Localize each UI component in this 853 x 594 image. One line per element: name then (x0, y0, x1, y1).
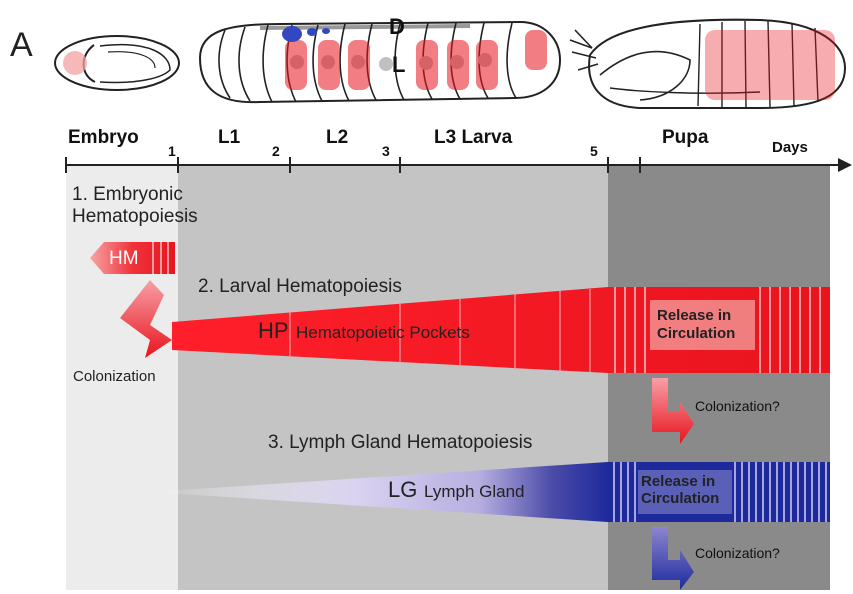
day-tick-2: 2 (272, 143, 280, 159)
day-tick-1: 1 (168, 143, 176, 159)
larva-stage-panel (178, 165, 608, 590)
lg-release-line1: Release in (641, 473, 715, 490)
hm-label: HM (109, 248, 139, 269)
lg-release-line2: Circulation (641, 490, 719, 507)
lg-abbrev: LG (388, 477, 417, 502)
hp-abbrev: HP (258, 318, 289, 343)
embryonic-title-line1: 1. Embryonic (72, 184, 183, 205)
embryonic-colonization-label: Colonization (73, 368, 156, 385)
stage-label-l3: L3 Larva (434, 127, 513, 148)
stage-label-l2: L2 (326, 127, 348, 148)
stage-label-embryo: Embryo (68, 127, 139, 148)
days-unit-label: Days (772, 139, 808, 156)
pupa-illustration (570, 20, 845, 108)
lg-name: Lymph Gland (424, 482, 524, 501)
hp-release-line1: Release in (657, 307, 731, 324)
hp-release-line2: Circulation (657, 325, 735, 342)
dorsal-label: D (389, 14, 405, 39)
stage-label-pupa: Pupa (662, 127, 709, 148)
stage-label-l1: L1 (218, 127, 241, 148)
lateral-label: L (392, 52, 405, 77)
day-tick-3: 3 (382, 143, 390, 159)
timeline-arrowhead (838, 158, 852, 172)
hp-name: Hematopoietic Pockets (296, 323, 470, 342)
day-tick-5: 5 (590, 143, 598, 159)
larva-illustration (200, 22, 560, 102)
embryo-illustration (55, 36, 179, 90)
larval-colonization-label: Colonization? (695, 398, 780, 414)
larval-title: 2. Larval Hematopoiesis (198, 276, 402, 297)
pupa-stage-panel (608, 165, 830, 590)
panel-letter: A (10, 26, 33, 65)
lymph-title: 3. Lymph Gland Hematopoiesis (268, 432, 532, 453)
lymph-colonization-label: Colonization? (695, 545, 780, 561)
embryonic-title-line2: Hematopoiesis (72, 206, 198, 227)
